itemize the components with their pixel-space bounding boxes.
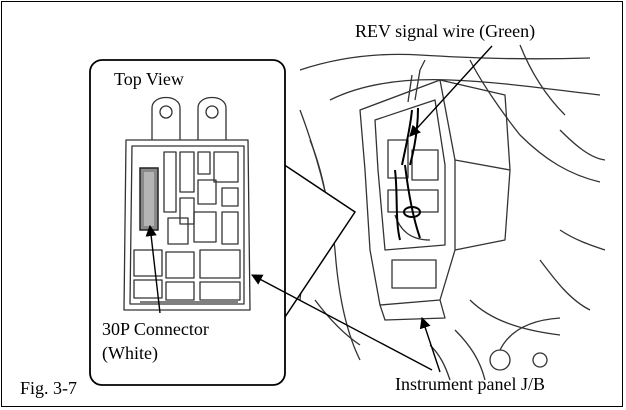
dashboard-drawing	[289, 44, 606, 381]
wire-harness	[394, 107, 421, 241]
callout-connector-line2: (White)	[102, 343, 158, 363]
figure-label: Fig. 3-7	[20, 378, 78, 398]
jb-arrow-right	[419, 316, 441, 373]
connector-arrow	[145, 224, 161, 314]
rev-wire-arrow	[409, 45, 493, 137]
callout-rev-signal-wire: REV signal wire (Green)	[355, 21, 536, 41]
callout-connector-line1: 30P Connector	[102, 319, 209, 339]
leader-arrows	[145, 45, 493, 373]
inset-pointer	[282, 163, 357, 321]
callout-junction-block: Instrument panel J/B	[395, 374, 545, 394]
inset-title: Top View	[114, 69, 184, 89]
junction-block-top-view	[123, 96, 251, 311]
jb-arrow-left	[251, 274, 433, 371]
